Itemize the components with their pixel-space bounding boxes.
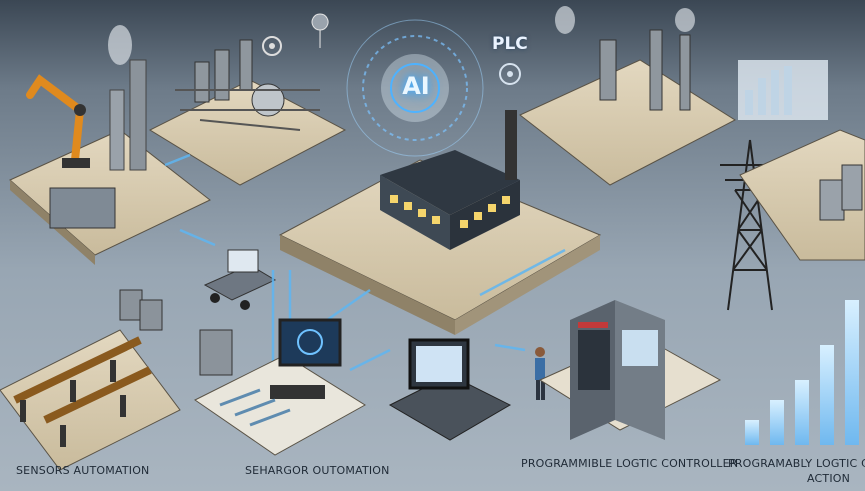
label-sensors-automation: SENSORS AUTOMATION <box>16 464 150 477</box>
label-plc: PROGRAMMIBLE LOGTIC CONTROLLER <box>521 457 738 470</box>
page-title: PLC <box>492 34 528 54</box>
location-pin-icon <box>311 13 329 49</box>
operator-figure <box>535 347 545 400</box>
ai-badge: AI <box>402 72 430 100</box>
signal-icon <box>499 63 521 85</box>
industrial-plant-station <box>519 6 737 186</box>
control-terminal <box>388 338 512 441</box>
bar-chart-panel <box>738 60 828 120</box>
target-icon <box>262 36 282 56</box>
label-action-line1: PROGRAMABLY LOGTIC CONT <box>728 457 865 470</box>
delivery-cart <box>203 249 277 310</box>
storage-tanks-station <box>739 129 865 261</box>
computer-workstation <box>194 318 366 456</box>
plc-cabinet <box>538 300 722 440</box>
sensors-conveyor-station <box>0 289 181 471</box>
refinery-station <box>148 39 347 186</box>
robot-arm-station <box>9 25 211 265</box>
label-action-line2: ACTION <box>807 472 851 485</box>
growth-bar-chart <box>745 300 859 445</box>
ai-network-circle <box>346 19 484 157</box>
label-sensor-automation: SEHARGOR OUTOMATION <box>245 464 390 477</box>
central-factory <box>278 110 602 335</box>
